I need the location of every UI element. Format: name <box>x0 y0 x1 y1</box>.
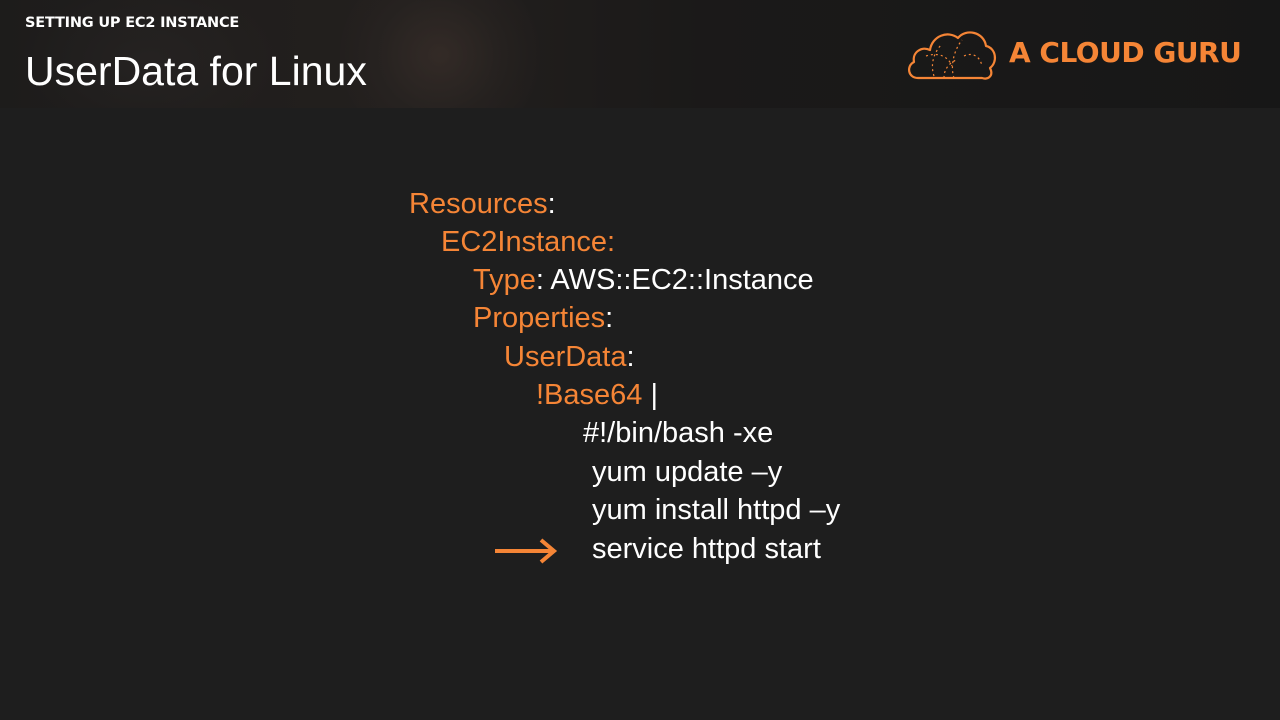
code-line-yum-install: yum install httpd –y <box>592 494 841 526</box>
code-line-type: Type: AWS::EC2::Instance <box>473 263 814 297</box>
code-key-properties: Properties <box>473 302 606 334</box>
code-key-type: Type <box>473 264 536 296</box>
code-key-base64: !Base64 <box>536 379 643 411</box>
header-shade <box>0 0 1280 108</box>
logo-text: A CLOUD GURU <box>1009 36 1242 69</box>
section-label: SETTING UP EC2 INSTANCE <box>25 15 240 31</box>
brand-logo: A CLOUD GURU <box>904 26 1244 82</box>
code-value-type: : AWS::EC2::Instance <box>535 264 814 296</box>
cloud-logo-icon <box>908 31 996 80</box>
header-banner: SETTING UP EC2 INSTANCE UserData for Lin… <box>0 0 1280 108</box>
code-line-resources: Resources: <box>409 187 556 221</box>
code-punct: : <box>626 341 635 373</box>
code-line-properties: Properties: <box>473 301 613 335</box>
header-background-photo-highlight <box>340 0 540 108</box>
right-arrow-icon <box>495 538 558 564</box>
code-line-service-start: service httpd start <box>592 533 821 565</box>
code-punct: : <box>605 302 614 334</box>
code-line-shebang: #!/bin/bash -xe <box>583 417 774 449</box>
code-line-yum-update: yum update –y <box>592 456 783 488</box>
code-key-userdata: UserData <box>504 341 627 373</box>
code-key-resources: Resources <box>409 188 548 220</box>
code-punct: : <box>547 188 556 220</box>
code-line-base64: !Base64 | <box>536 378 658 412</box>
code-key-ec2instance: EC2Instance: <box>441 226 616 258</box>
code-line-userdata: UserData: <box>504 340 635 374</box>
header-background-photo <box>20 0 280 108</box>
code-punct: | <box>642 379 659 411</box>
page-title: UserData for Linux <box>25 48 367 94</box>
code-line-ec2instance: EC2Instance: <box>441 225 615 259</box>
